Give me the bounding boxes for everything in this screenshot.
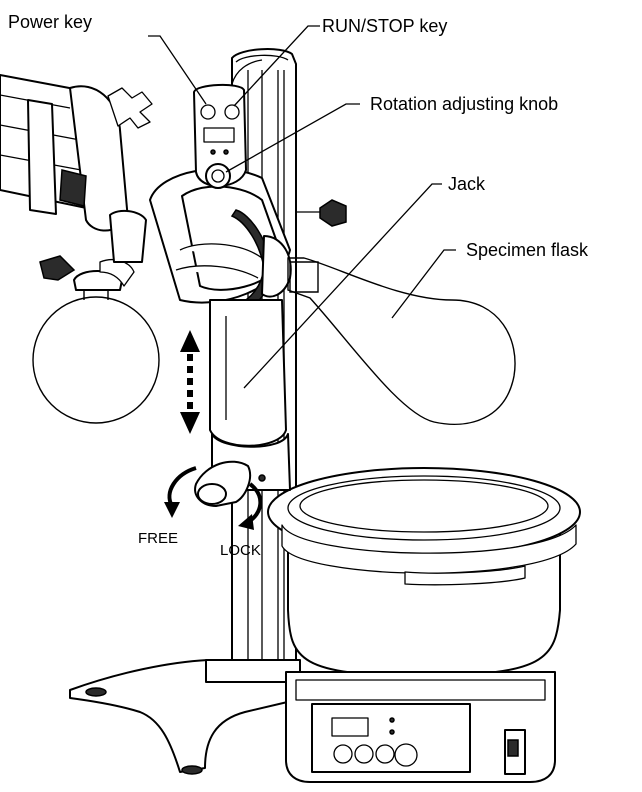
receiving-flask	[32, 255, 160, 424]
label-power-key: Power key	[8, 12, 92, 32]
heating-bath	[267, 467, 581, 783]
rotation-unit	[149, 168, 292, 309]
label-free: FREE	[138, 530, 178, 547]
lift-jack	[194, 199, 347, 507]
label-lock: LOCK	[220, 542, 261, 559]
condenser	[0, 74, 153, 263]
run-stop-button-icon	[224, 104, 240, 120]
double-arrow-up-down-icon	[180, 330, 200, 434]
curved-arrow-icon	[164, 466, 263, 530]
label-run-stop-key: RUN/STOP key	[322, 16, 447, 36]
controller-remote	[193, 59, 263, 189]
base-stand	[69, 659, 297, 775]
label-jack: Jack	[448, 174, 486, 194]
power-button-icon	[200, 104, 216, 120]
label-specimen-flask: Specimen flask	[466, 240, 589, 260]
label-rotation-adjusting-knob: Rotation adjusting knob	[370, 94, 558, 114]
specimen-flask	[287, 257, 516, 426]
leader-lines	[148, 25, 456, 389]
